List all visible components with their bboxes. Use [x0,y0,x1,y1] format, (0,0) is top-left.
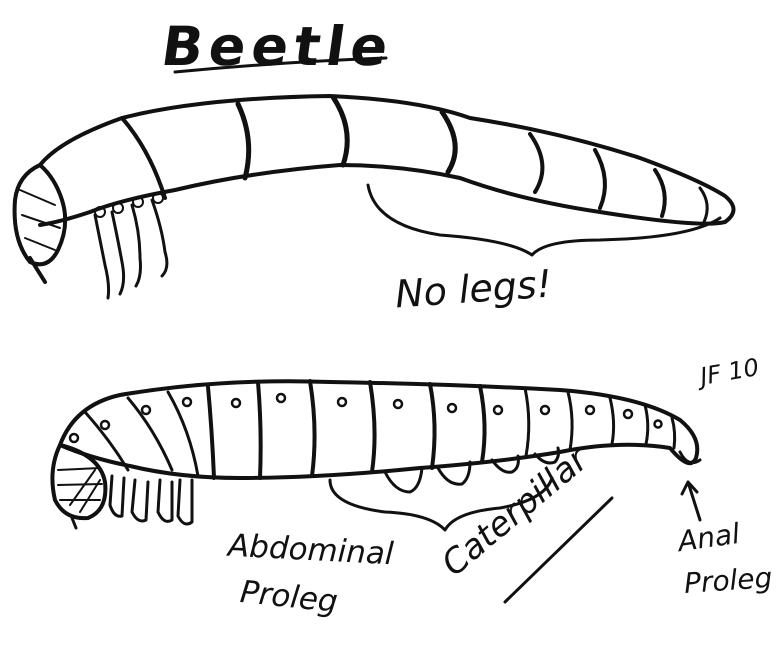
caterpillar-segment-line [525,388,529,456]
beetle-segment-line [655,170,665,216]
abdominal-proleg-label-line1: Abdominal [227,531,394,571]
caterpillar-segment-line [672,418,675,448]
anal-proleg-label-line1: Anal [676,520,741,556]
title-beetle: Beetle [158,20,397,74]
caterpillar-body-outline [60,381,697,478]
beetle-larva-drawing [15,58,734,298]
caterpillar-segment-line [258,382,261,478]
beetle-segment-line [122,118,165,198]
caterpillar-head [52,445,105,518]
no-legs-label: No legs! [394,265,553,314]
beetle-segment-line [530,134,542,192]
beetle-segment-line [442,112,455,172]
beetle-body-outline [40,96,734,225]
beetle-segment-line [700,188,707,222]
anal-proleg-label-line2: Proleg [683,564,773,598]
caterpillar-segment-line [208,387,214,478]
caterpillar-segment-line [430,384,435,468]
beetle-segment-line [238,104,249,178]
caterpillar-segment-line [610,398,614,444]
anal-proleg-arrow [682,482,700,520]
beetle-legs [95,193,167,298]
caterpillar-segment-line [310,381,315,476]
caterpillar-segment-line [645,405,648,444]
caterpillar-segment-line [480,386,485,462]
caterpillar-segment-line [370,382,375,472]
caterpillar-thoracic-legs [110,476,192,524]
beetle-segment-line [333,97,347,165]
beetle-segment-line [595,150,605,208]
